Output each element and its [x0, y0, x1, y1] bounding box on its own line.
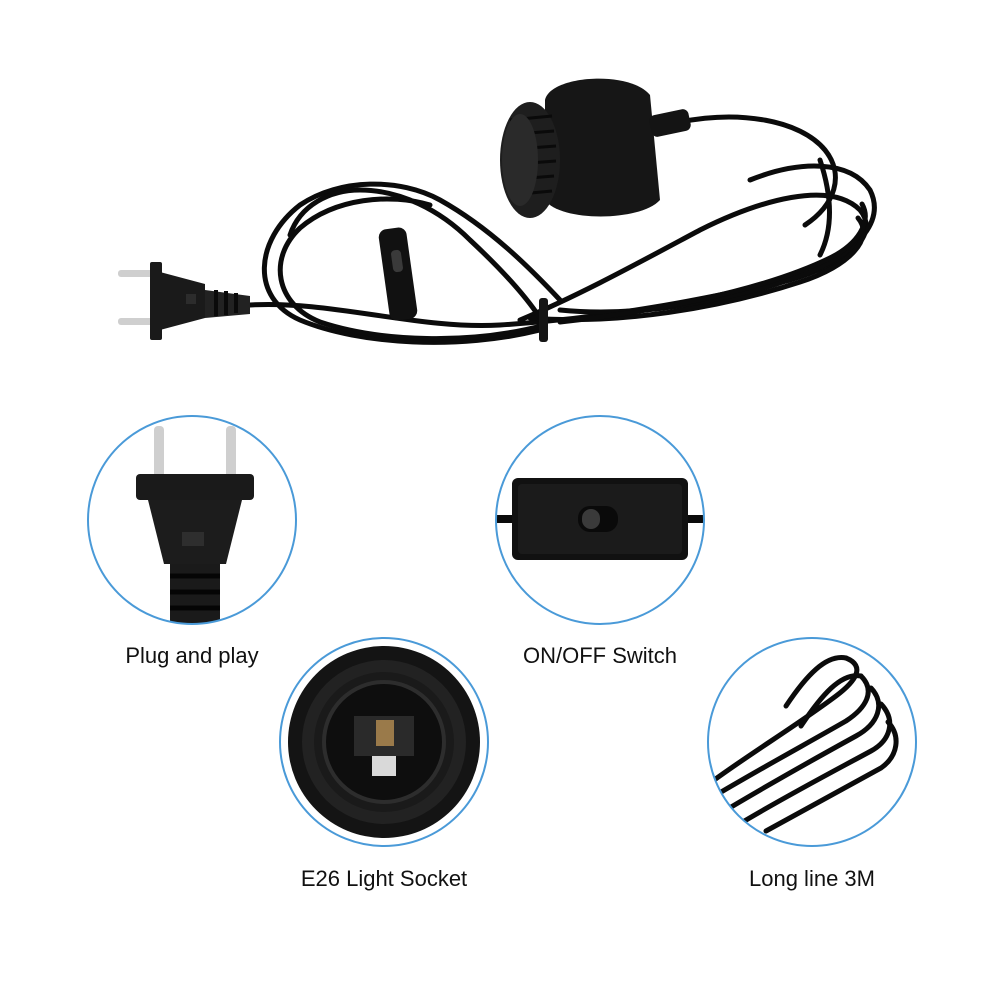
inline-switch-icon [378, 227, 418, 321]
hero-product-image [118, 78, 877, 345]
feature-plug [86, 414, 298, 626]
lamp-socket-icon [500, 78, 691, 218]
switch-closeup-icon [495, 415, 705, 625]
coiled-cable-icon [247, 114, 877, 345]
feature-socket [278, 636, 490, 848]
feature-cable [706, 636, 918, 848]
socket-closeup-icon [279, 637, 489, 847]
feature-label-plug: Plug and play [125, 643, 259, 668]
eu-plug-icon [118, 262, 250, 340]
feature-label-socket: E26 Light Socket [300, 866, 468, 891]
feature-label-cable: Long line 3M [749, 866, 875, 891]
cable-tie-icon [539, 298, 548, 342]
feature-switch [494, 414, 706, 626]
plug-closeup-icon [87, 415, 297, 625]
feature-label-switch: ON/OFF Switch [522, 643, 677, 668]
cable-closeup-icon [707, 637, 917, 847]
